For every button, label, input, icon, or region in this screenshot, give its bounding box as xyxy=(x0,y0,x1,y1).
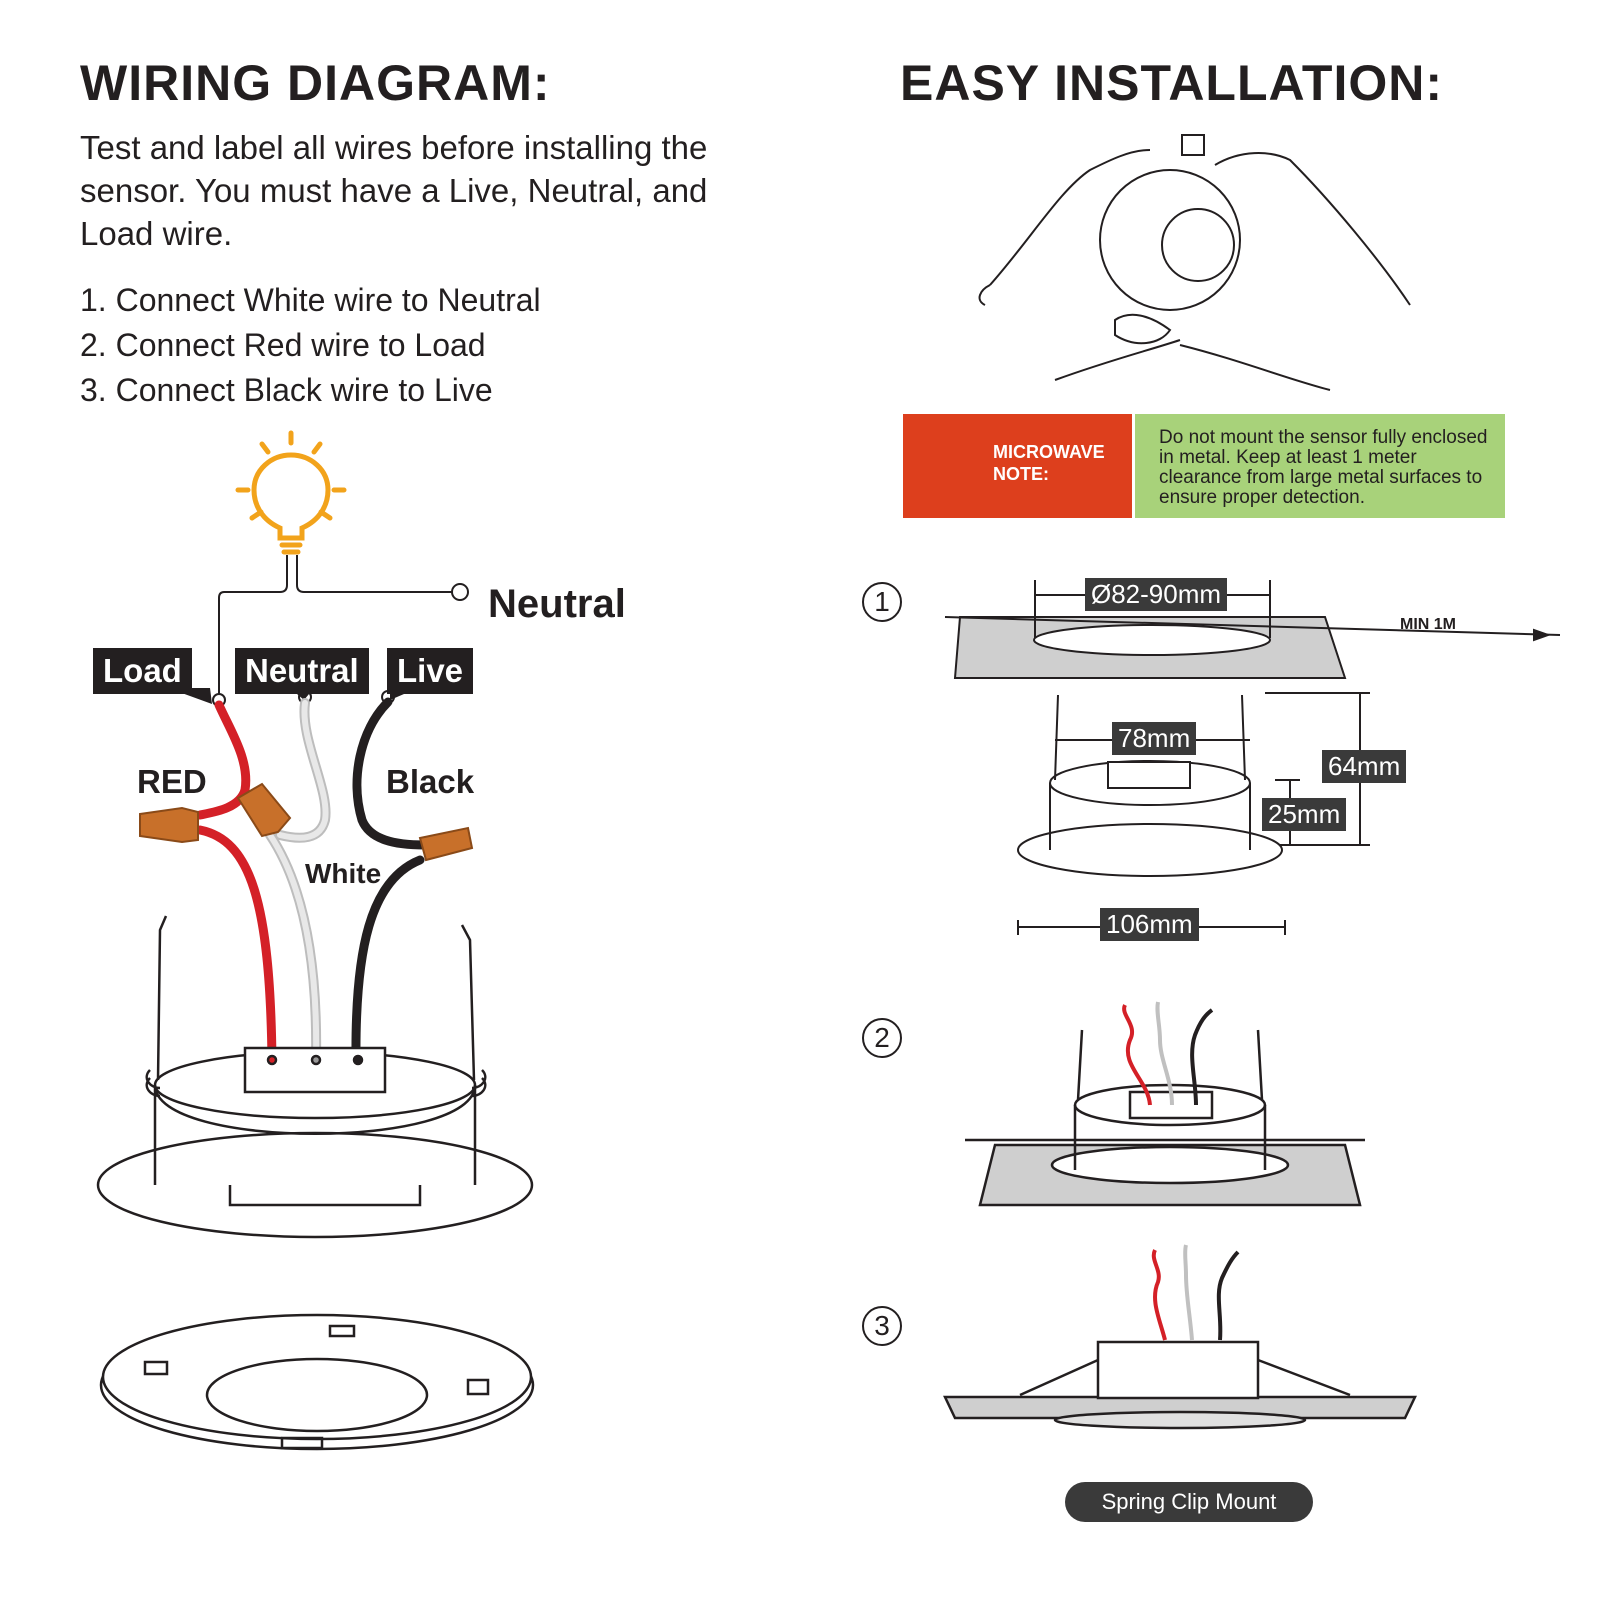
wiring-step-1: 1. Connect White wire to Neutral xyxy=(80,282,541,318)
step1-drawing xyxy=(944,580,1561,935)
red-wire-label: RED xyxy=(137,763,207,800)
wiring-step-3: 3. Connect Black wire to Live xyxy=(80,372,493,408)
microwave-note-label: MICROWAVE NOTE: xyxy=(993,442,1105,484)
step3-drawing xyxy=(943,1244,1417,1430)
installation-title: EASY INSTALLATION: xyxy=(900,55,1443,111)
white-wire-label: White xyxy=(305,858,382,889)
microwave-note-text: Do not mount the sensor fully enclosed i… xyxy=(1159,427,1488,508)
load-tag: Load xyxy=(93,648,192,694)
step-number-3: 3 xyxy=(862,1306,902,1346)
wiring-title: WIRING DIAGRAM: xyxy=(80,55,551,111)
wire-connectors xyxy=(139,782,474,862)
dim-body-width: 78mm xyxy=(1112,722,1197,755)
step-number-1: 1 xyxy=(862,582,902,622)
neutral-tag: Neutral xyxy=(235,648,369,694)
dim-cutout: Ø82-90mm xyxy=(1085,578,1228,611)
hands-install-drawing xyxy=(978,134,1411,391)
black-wire-label: Black xyxy=(386,763,475,800)
light-bulb-icon xyxy=(235,430,347,555)
step-number-2: 2 xyxy=(862,1018,902,1058)
microwave-note-label-box: MICROWAVE NOTE: xyxy=(903,414,1132,518)
dim-height: 64mm xyxy=(1322,750,1407,783)
cover-ring-drawing xyxy=(99,1313,535,1451)
wiring-steps: 1. Connect White wire to Neutral 2. Conn… xyxy=(80,278,541,413)
spring-clip-mount-label: Spring Clip Mount xyxy=(1065,1482,1313,1522)
wiring-step-2: 2. Connect Red wire to Load xyxy=(80,327,486,363)
dim-body-height: 25mm xyxy=(1262,798,1347,831)
microwave-note-text-box: Do not mount the sensor fully enclosed i… xyxy=(1135,414,1505,518)
sensor-body-drawing xyxy=(96,915,534,1239)
step2-drawing xyxy=(965,1001,1365,1207)
neutral-terminal-label: Neutral xyxy=(488,582,626,626)
dim-flange: 106mm xyxy=(1100,908,1199,941)
wiring-intro: Test and label all wires before installi… xyxy=(80,129,708,252)
dim-clearance: MIN 1M xyxy=(1400,616,1456,633)
live-tag: Live xyxy=(387,648,474,694)
wires xyxy=(195,697,430,1065)
